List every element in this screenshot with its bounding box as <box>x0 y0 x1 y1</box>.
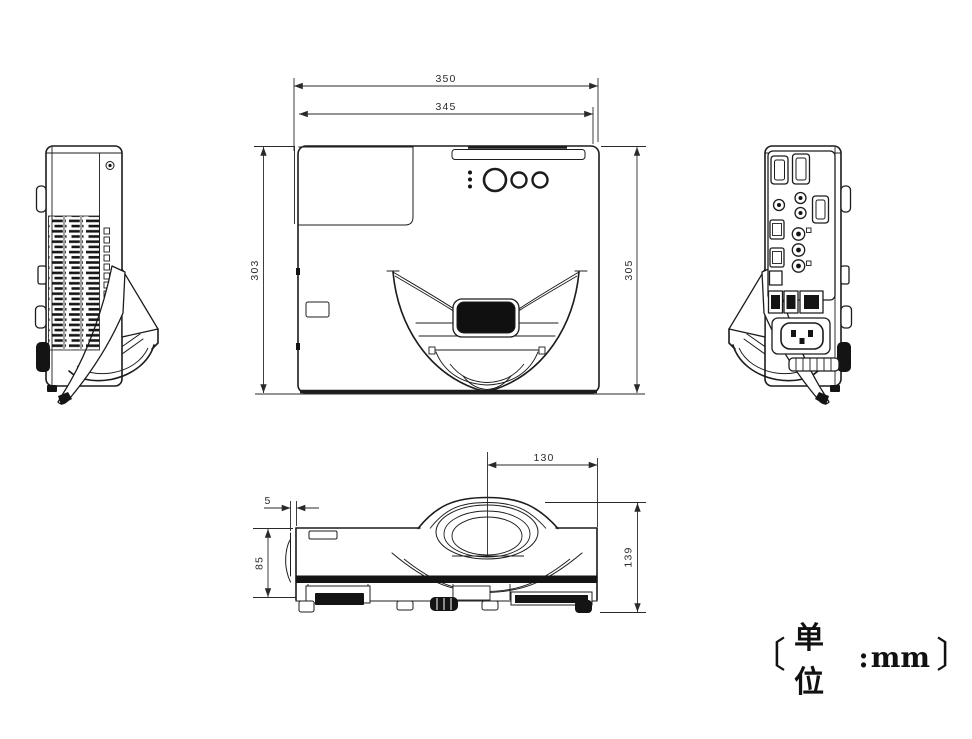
left-side-view <box>34 145 159 406</box>
usb-lan-ports <box>767 290 824 314</box>
lens-dome <box>391 496 583 594</box>
dim-label-5: 5 <box>264 495 271 507</box>
side-tick <box>296 268 300 275</box>
lamp-door <box>298 146 414 226</box>
front-view <box>285 496 598 613</box>
input-button <box>531 171 549 189</box>
dim-lens-offset: 130 <box>487 452 598 556</box>
unit-note-unit: mm <box>870 640 930 674</box>
dim-label-305: 305 <box>623 259 635 280</box>
exhaust-grille <box>48 215 100 351</box>
vga-port <box>770 155 789 185</box>
dim-depth-left: 303 <box>249 146 645 395</box>
dim-body-height: 85 <box>253 528 296 598</box>
dim-overall-height: 139 <box>545 502 646 613</box>
control-buttons <box>468 167 549 193</box>
rear-vent-recess <box>451 149 586 160</box>
dim-top-width-inner: 345 <box>299 101 594 144</box>
hdmi-port <box>769 247 785 268</box>
power-button <box>482 167 508 193</box>
hdmi-port <box>769 219 785 240</box>
dim-label-130: 130 <box>533 452 554 464</box>
top-view <box>294 145 600 394</box>
foot <box>481 600 499 611</box>
unit-note: 〔 单位 : mm 〕 <box>750 622 972 699</box>
foot <box>396 600 414 611</box>
dim-label-345: 345 <box>435 101 456 113</box>
dim-label-303: 303 <box>249 259 261 280</box>
power-inlet <box>771 317 831 355</box>
filter-cover <box>305 301 330 318</box>
io-port-panel <box>767 150 836 314</box>
foot <box>298 600 315 613</box>
dim-label-139: 139 <box>623 546 635 567</box>
adjuster-foot <box>788 357 840 372</box>
left-lip-curve <box>285 539 291 583</box>
foot <box>575 600 592 613</box>
dim-top-width: 350 <box>293 73 599 151</box>
unit-note-separator: : <box>858 640 869 674</box>
usb-b-port <box>768 270 783 286</box>
lens-bowl-top <box>386 270 588 392</box>
unit-note-label: 单位 <box>794 622 829 699</box>
dim-left-lip: 5 <box>264 495 319 531</box>
side-tick <box>296 343 300 350</box>
indicator-window <box>308 530 338 540</box>
unit-note-close-bracket: 〕 <box>935 634 972 675</box>
audio-jacks <box>772 191 807 220</box>
bottom-vents-and-feet <box>298 585 593 613</box>
menu-button <box>510 171 528 189</box>
vga-port <box>791 153 811 185</box>
base-band <box>295 575 598 583</box>
projection-lens <box>452 298 520 338</box>
dim-label-350: 350 <box>435 73 456 85</box>
rca-jacks <box>791 227 812 273</box>
dimension-annotations: 350 345 303 305 130 5 <box>249 73 646 613</box>
vga-port <box>811 195 830 224</box>
unit-note-open-bracket: 〔 <box>750 634 787 675</box>
dim-label-85: 85 <box>254 556 266 570</box>
right-side-view <box>728 145 853 406</box>
dim-depth-right: 305 <box>601 146 646 393</box>
